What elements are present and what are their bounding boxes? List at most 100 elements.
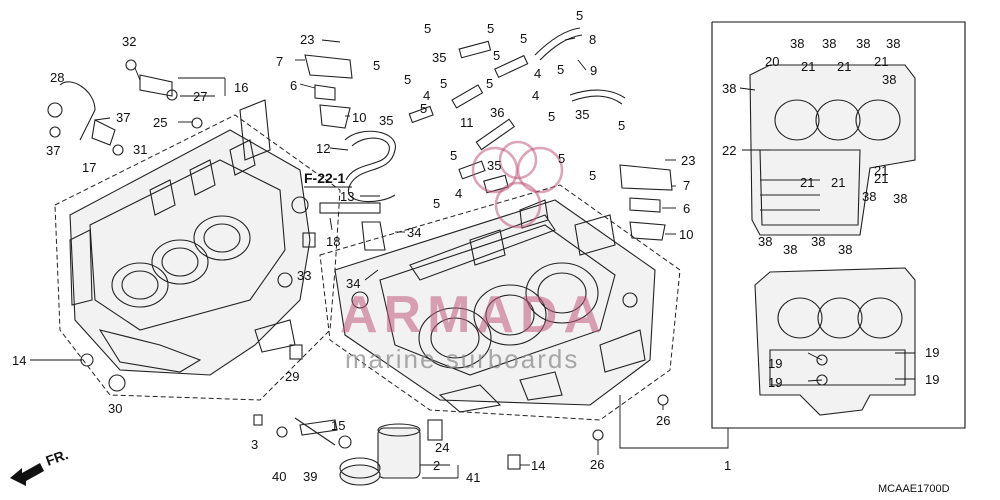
callout-39: 39 (303, 469, 317, 484)
front-label: FR. (44, 446, 71, 469)
callout-19c: 19 (925, 345, 939, 360)
callout-4c: 4 (532, 88, 539, 103)
callout-5g: 5 (404, 72, 411, 87)
callout-5d: 5 (520, 31, 527, 46)
callout-4d: 4 (455, 186, 462, 201)
watermark-tagline: marine surboards (345, 344, 579, 374)
callout-38a: 38 (790, 36, 804, 51)
callout-38h: 38 (893, 191, 907, 206)
callout-25: 25 (153, 115, 167, 130)
callout-33: 33 (297, 268, 311, 283)
callout-38j: 38 (783, 242, 797, 257)
oil-filter-assembly (253, 394, 669, 486)
callout-36: 36 (490, 105, 504, 120)
callout-38f: 38 (882, 72, 896, 87)
callout-24: 24 (435, 440, 449, 455)
callout-10a: 10 (352, 110, 366, 125)
callout-2: 2 (433, 458, 440, 473)
lower-gasket-part (754, 267, 916, 416)
callout-38g: 38 (862, 189, 876, 204)
callout-4a: 4 (534, 66, 541, 81)
callout-38l: 38 (838, 242, 852, 257)
lower-crankcase-part (319, 184, 681, 421)
callout-5m: 5 (618, 118, 625, 133)
callout-38k: 38 (811, 234, 825, 249)
callout-37a: 37 (116, 110, 130, 125)
callout-21g: 21 (874, 163, 888, 178)
callout-6b: 6 (683, 201, 690, 216)
callout-5o: 5 (450, 148, 457, 163)
watermark-brand: ARMADA (340, 286, 607, 344)
callout-5n: 5 (558, 151, 565, 166)
callout-5j: 5 (557, 62, 564, 77)
callout-26b: 26 (590, 457, 604, 472)
callout-38b: 38 (822, 36, 836, 51)
brackets-and-fittings (47, 54, 673, 392)
callout-32: 32 (122, 34, 136, 49)
callout-17: 17 (82, 160, 96, 175)
callout-41: 41 (466, 470, 480, 485)
callout-10b: 10 (679, 227, 693, 242)
callout-38i: 38 (758, 234, 772, 249)
watermark: ARMADA marine surboards (340, 140, 607, 374)
callout-5l: 5 (548, 109, 555, 124)
callout-8: 8 (589, 32, 596, 47)
callout-5q: 5 (433, 196, 440, 211)
callout-15: 15 (331, 418, 345, 433)
callout-38d: 38 (886, 36, 900, 51)
callout-23a: 23 (300, 32, 314, 47)
callout-labels: 32 28 16 27 37 37 25 31 17 14 30 23 7 6 … (12, 8, 939, 485)
reference-code: MCAAE1700D (878, 483, 950, 495)
callout-21d: 21 (800, 175, 814, 190)
callout-6a: 6 (290, 78, 297, 93)
callout-7b: 7 (683, 178, 690, 193)
section-ref-badge: F-22-1 (304, 170, 352, 188)
callout-21f: 21 (874, 171, 888, 186)
callout-11: 11 (460, 115, 474, 130)
callout-27: 27 (193, 89, 207, 104)
callout-5f: 5 (373, 58, 380, 73)
gasket-frame-border (619, 21, 966, 449)
callout-21b: 21 (837, 59, 851, 74)
callout-7a: 7 (276, 54, 283, 69)
callout-38c: 38 (856, 36, 870, 51)
callout-23b: 23 (681, 153, 695, 168)
front-direction-marker: FR. (10, 446, 70, 486)
callout-5a: 5 (424, 21, 431, 36)
callout-5b: 5 (487, 21, 494, 36)
callout-30: 30 (108, 401, 122, 416)
callout-29: 29 (285, 369, 299, 384)
callout-5h: 5 (440, 76, 447, 91)
callout-5i: 5 (486, 76, 493, 91)
callout-26a: 26 (656, 413, 670, 428)
watermark-flower-icon (471, 140, 564, 229)
callout-19a: 19 (768, 356, 782, 371)
upper-crankcase-part (54, 99, 341, 401)
callout-21a: 21 (801, 59, 815, 74)
breather-hoses (344, 27, 626, 203)
callout-4b: 4 (423, 88, 430, 103)
callout-18: 18 (326, 234, 340, 249)
callout-34a: 34 (407, 225, 421, 240)
callout-14a: 14 (12, 353, 26, 368)
callout-38e: 38 (722, 81, 736, 96)
callout-14b: 14 (531, 458, 545, 473)
callout-16: 16 (234, 80, 248, 95)
callout-40: 40 (272, 469, 286, 484)
callout-35c: 35 (575, 107, 589, 122)
callout-21c: 21 (874, 54, 888, 69)
callout-1: 1 (724, 458, 731, 473)
callout-9: 9 (590, 63, 597, 78)
front-arrow-icon (10, 463, 44, 486)
callout-28: 28 (50, 70, 64, 85)
callout-22: 22 (722, 143, 736, 158)
callout-35a: 35 (432, 50, 446, 65)
callout-35d: 35 (487, 158, 501, 173)
upper-gasket-part (749, 64, 916, 236)
callout-13: 13 (340, 189, 354, 204)
callout-5p: 5 (589, 168, 596, 183)
callout-37b: 37 (46, 143, 60, 158)
callout-5e: 5 (493, 48, 500, 63)
callout-31: 31 (133, 142, 147, 157)
